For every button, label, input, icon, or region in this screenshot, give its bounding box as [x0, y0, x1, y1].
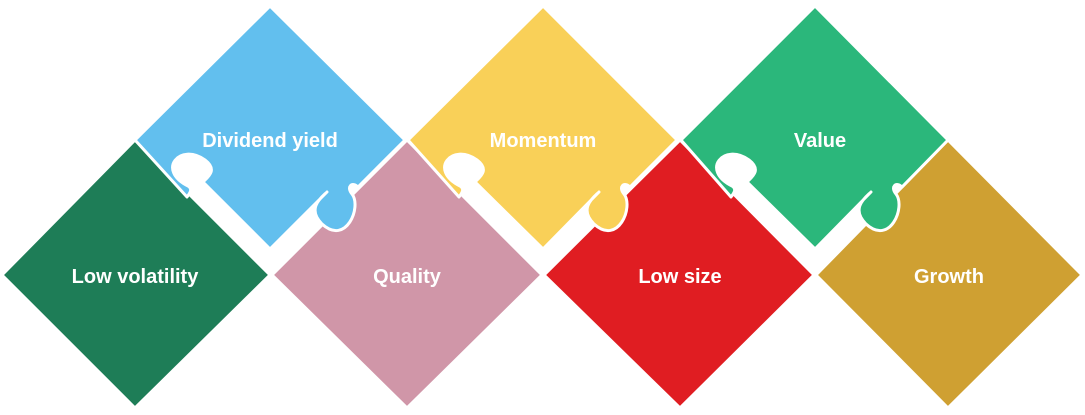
puzzle-piece-momentum: Momentum — [406, 4, 679, 251]
piece-quality-label: Quality — [373, 266, 442, 288]
puzzle-piece-low-volatility: Low volatility — [0, 138, 272, 410]
puzzle-piece-value: Value — [679, 4, 950, 251]
puzzle-piece-dividend-yield: Dividend yield — [133, 4, 407, 251]
piece-momentum-shape — [406, 4, 679, 251]
piece-low-size-shape — [542, 138, 816, 410]
puzzle-piece-quality: Quality — [270, 138, 544, 410]
piece-low-volatility-shape — [0, 138, 272, 410]
piece-value-label: Value — [794, 130, 846, 152]
puzzle-piece-low-size: Low size — [542, 138, 816, 410]
piece-low-size-label: Low size — [638, 266, 721, 288]
piece-dividend-yield-shape — [133, 4, 407, 251]
piece-low-volatility-label: Low volatility — [72, 266, 200, 288]
piece-momentum-label: Momentum — [490, 130, 597, 152]
piece-growth-label: Growth — [914, 266, 984, 288]
piece-value-shape — [679, 4, 950, 251]
piece-dividend-yield-label: Dividend yield — [202, 130, 338, 152]
piece-quality-shape — [270, 138, 544, 410]
